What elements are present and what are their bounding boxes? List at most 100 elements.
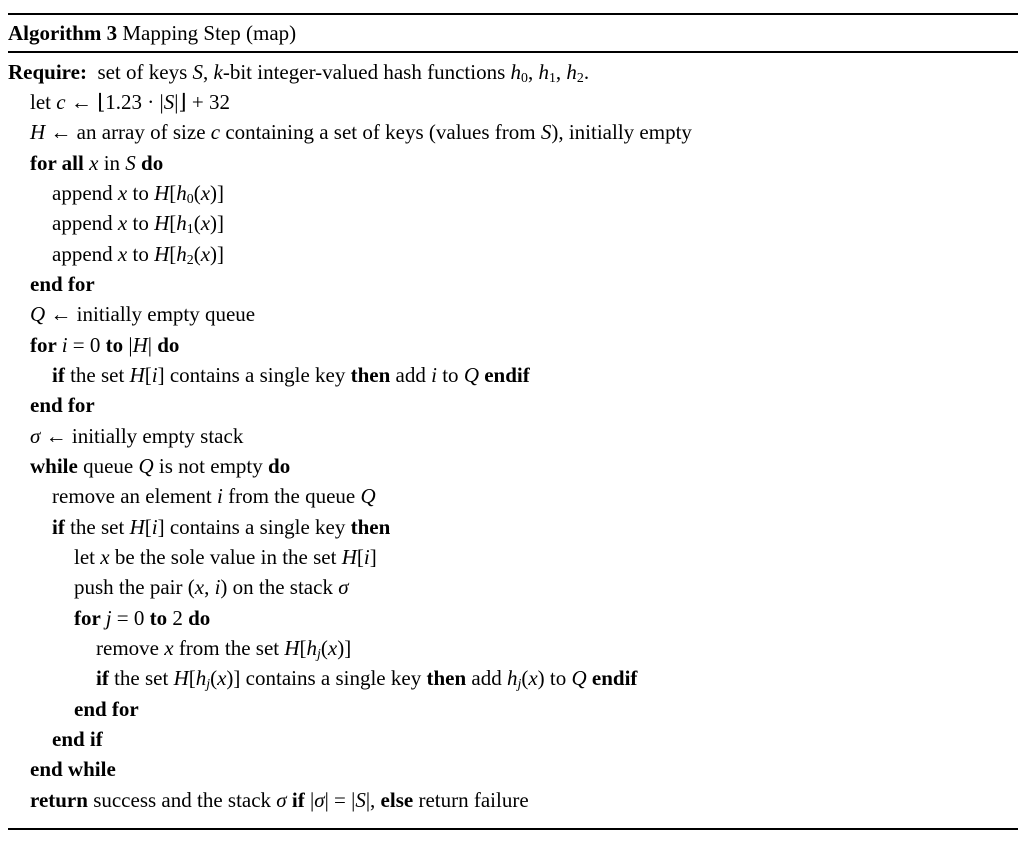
line-segment: x <box>100 545 110 570</box>
line-segment: if <box>291 787 305 812</box>
line-segment: to <box>105 332 124 357</box>
line-segment: the set <box>108 666 174 691</box>
line-segment: 2 <box>167 605 189 630</box>
line-segment: h <box>566 59 577 84</box>
line-segment: h <box>506 666 518 691</box>
line-segment: , <box>204 575 215 600</box>
line-segment: h <box>195 666 207 691</box>
line-segment: Q <box>138 454 154 479</box>
line-segment: H <box>154 241 170 266</box>
algorithm-line: if the set H[i] contains a single key th… <box>8 512 1018 542</box>
line-segment: else <box>380 787 414 812</box>
line-segment: x <box>164 636 174 661</box>
line-segment: H <box>284 636 300 661</box>
line-segment: then <box>350 363 391 388</box>
line-segment: )] <box>210 211 225 236</box>
line-segment: 2 <box>576 69 584 85</box>
line-segment: [ <box>144 514 152 539</box>
line-segment: Q <box>360 484 376 509</box>
line-segment: do <box>188 605 211 630</box>
line-segment: H <box>173 666 189 691</box>
line-segment: S <box>355 787 366 812</box>
line-segment: i <box>431 363 437 388</box>
line-segment: )] <box>337 636 352 661</box>
line-segment: ← an array of size <box>45 120 211 145</box>
line-segment: x <box>89 150 99 175</box>
line-segment: H <box>132 332 148 357</box>
line-segment: [ <box>299 636 307 661</box>
line-segment: ( <box>320 636 328 661</box>
line-segment: append <box>52 241 118 266</box>
algorithm-line: Q ← initially empty queue <box>8 299 1018 329</box>
algorithm-line: append x to H[h1(x)] <box>8 208 1018 238</box>
algorithm-line: end while <box>8 754 1018 784</box>
line-segment: from the queue <box>222 484 361 509</box>
line-segment: | <box>147 332 158 357</box>
line-segment: ] <box>369 545 377 570</box>
line-segment: x <box>117 180 128 205</box>
line-segment: ← initially empty queue <box>45 302 256 327</box>
line-segment: -bit integer-valued hash functions <box>222 59 511 84</box>
line-segment: h <box>176 211 187 236</box>
line-segment: end for <box>30 271 95 296</box>
line-segment: [ <box>169 211 177 236</box>
line-segment: j <box>105 605 112 630</box>
line-segment: end while <box>30 757 116 782</box>
line-segment: for all <box>30 150 90 175</box>
line-segment: H <box>341 545 357 570</box>
line-segment: in <box>98 150 126 175</box>
line-segment: [ <box>144 363 152 388</box>
line-segment: σ <box>30 423 41 448</box>
line-segment: | <box>304 787 315 812</box>
line-segment: c <box>210 120 221 145</box>
line-segment: do <box>141 150 164 175</box>
line-segment: Q <box>463 363 479 388</box>
line-segment: 0 <box>521 69 528 85</box>
line-segment: ( <box>193 211 201 236</box>
line-segment: )] <box>210 241 225 266</box>
line-segment: h <box>176 180 187 205</box>
line-segment: H <box>154 211 170 236</box>
line-segment: i <box>214 575 221 600</box>
algorithm-line: remove an element i from the queue Q <box>8 481 1018 511</box>
line-segment: success and the stack <box>87 787 277 812</box>
algorithm-caption: Algorithm 3 Mapping Step (map) <box>8 15 1018 51</box>
line-segment: ) on the stack <box>220 575 339 600</box>
line-segment: ( <box>521 666 529 691</box>
line-segment: x <box>528 666 538 691</box>
line-segment: do <box>268 454 291 479</box>
algorithm-line: return success and the stack σ if |σ| = … <box>8 785 1018 815</box>
line-segment: remove an element <box>52 484 218 509</box>
line-segment: return <box>30 787 88 812</box>
line-segment: x <box>327 636 338 661</box>
line-segment: k <box>213 59 223 84</box>
line-segment: x <box>117 211 128 236</box>
line-segment: add <box>466 666 507 691</box>
line-segment: let <box>74 545 101 570</box>
line-segment: h <box>176 241 187 266</box>
line-segment: endif <box>484 363 530 388</box>
line-segment: j <box>517 676 522 692</box>
algorithm-line: if the set H[i] contains a single key th… <box>8 360 1018 390</box>
line-segment: H <box>30 120 46 145</box>
line-segment: i <box>363 545 370 570</box>
line-segment: | = | <box>324 787 356 812</box>
line-segment: be the sole value in the set <box>109 545 342 570</box>
line-segment: 1 <box>186 221 194 237</box>
line-segment: , <box>527 59 539 84</box>
line-segment: 0 <box>186 190 194 206</box>
line-segment: if <box>52 514 65 539</box>
algorithm-line: while queue Q is not empty do <box>8 451 1018 481</box>
line-segment: 1 <box>548 69 556 85</box>
line-segment: 2 <box>186 251 194 267</box>
line-segment: )] contains a single key <box>226 666 427 691</box>
algorithm-caption-label: Algorithm 3 <box>8 21 118 46</box>
line-segment: the set <box>64 514 130 539</box>
line-segment: )] <box>210 180 225 205</box>
algorithm-line: push the pair (x, i) on the stack σ <box>8 572 1018 602</box>
header-rule <box>8 51 1018 53</box>
line-segment: return failure <box>413 787 529 812</box>
line-segment: ), initially empty <box>551 120 692 145</box>
line-segment: = 0 <box>111 605 150 630</box>
line-segment: let <box>30 89 57 114</box>
